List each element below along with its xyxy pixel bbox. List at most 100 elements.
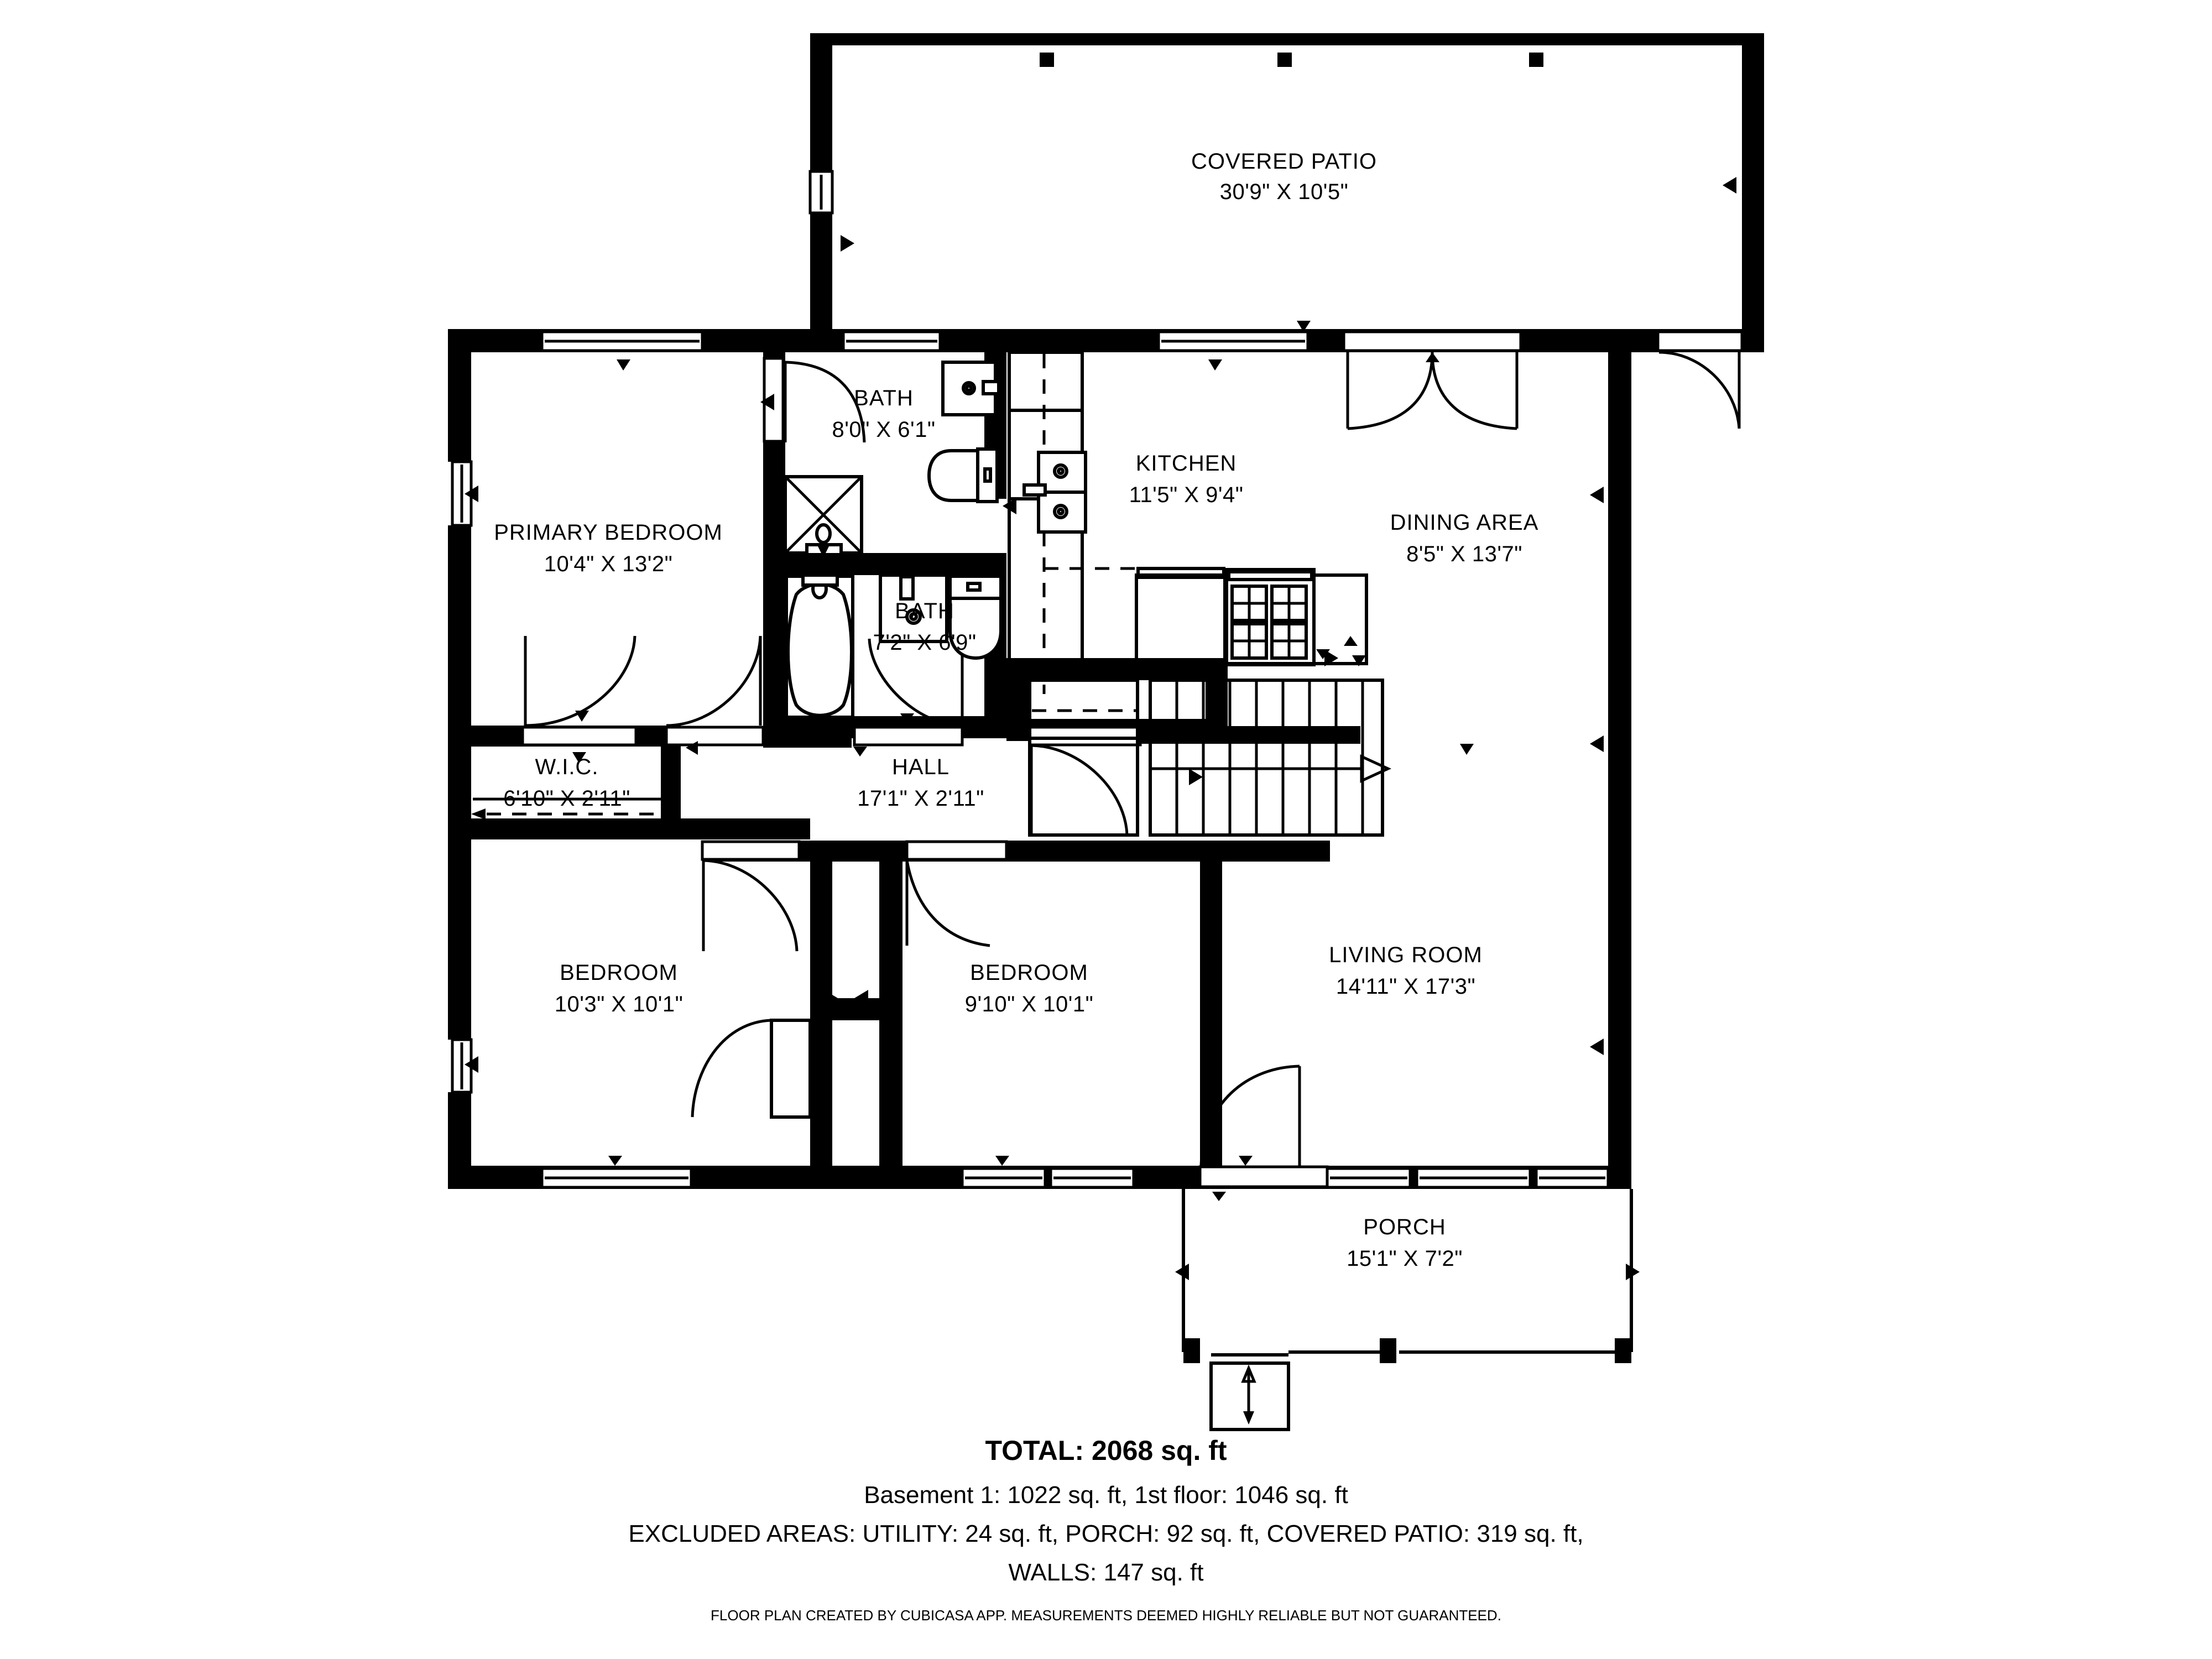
patio-post-2 bbox=[1277, 53, 1292, 67]
wall-closet-divider bbox=[810, 998, 881, 1020]
summary-disclaimer: FLOOR PLAN CREATED BY CUBICASA APP. MEAS… bbox=[711, 1607, 1501, 1624]
marker-french-door bbox=[1426, 352, 1439, 362]
label-primary-bedroom-dim: 10'4" X 13'2" bbox=[544, 552, 673, 576]
wall-hall-bottom-a bbox=[700, 818, 810, 839]
stair-outline bbox=[1149, 679, 1384, 837]
wall-living-left bbox=[1200, 841, 1222, 1189]
marker-living-bottom bbox=[1239, 1156, 1253, 1166]
marker-window-kitchen-2 bbox=[1297, 321, 1311, 332]
ext-wall-left-a bbox=[448, 329, 471, 462]
marker-stair-up bbox=[1352, 655, 1366, 666]
stair-direction-arrow bbox=[1360, 754, 1392, 783]
kitchen-fixtures bbox=[1003, 351, 1368, 694]
door-opening-french[interactable] bbox=[1342, 330, 1522, 352]
porch-post-mid bbox=[1380, 1338, 1396, 1363]
window-primary-bedroom-top bbox=[540, 330, 704, 352]
label-porch-dim: 15'1" X 7'2" bbox=[1347, 1246, 1463, 1271]
ext-wall-left-b bbox=[448, 525, 471, 741]
label-bath2-dim: 7'2" X 6'9" bbox=[873, 630, 976, 655]
door-opening-bedroom2[interactable] bbox=[701, 840, 801, 861]
marker-right-living bbox=[1590, 1039, 1604, 1055]
label-bath1-name: BATH bbox=[854, 386, 914, 410]
interior-doors[interactable] bbox=[521, 357, 1329, 1201]
label-hall-name: HALL bbox=[892, 755, 950, 779]
kitchen-base-cabinet bbox=[1135, 573, 1227, 665]
door-swing-primary-bedroom bbox=[666, 635, 762, 727]
marker-bedroom3-bottom bbox=[995, 1156, 1009, 1166]
door-opening-bedroom3[interactable] bbox=[905, 840, 1008, 861]
wall-wic-bottom bbox=[448, 818, 708, 839]
label-bedroom3-name: BEDROOM bbox=[970, 961, 1088, 985]
marker-bedroom-closet-l bbox=[824, 990, 838, 1006]
door-swing-french-left bbox=[1347, 352, 1434, 430]
door-opening-primary-bedroom[interactable] bbox=[665, 726, 765, 747]
label-dining-name: DINING AREA bbox=[1390, 510, 1539, 535]
marker-porch-right bbox=[1626, 1264, 1640, 1280]
label-bath2-name: BATH bbox=[895, 599, 954, 623]
patio-wall-right bbox=[1742, 33, 1764, 340]
summary-walls: WALLS: 147 sq. ft bbox=[1009, 1559, 1204, 1586]
door-opening-wic[interactable] bbox=[521, 726, 638, 747]
bath2-fixtures bbox=[785, 563, 1009, 719]
marker-hall-1 bbox=[853, 747, 867, 757]
bath1-fixtures bbox=[784, 361, 1000, 557]
sink-bath1 bbox=[941, 361, 1000, 416]
window-bedroom2-bottom bbox=[540, 1167, 693, 1189]
window-living-room-bottom bbox=[1326, 1167, 1610, 1189]
label-dining-dim: 8'5" X 13'7" bbox=[1406, 542, 1522, 566]
marker-front-door bbox=[1212, 1192, 1226, 1201]
label-hall-dim: 17'1" X 2'11" bbox=[857, 786, 984, 811]
wall-stair-top bbox=[1006, 658, 1228, 680]
door-opening-front[interactable] bbox=[1198, 1165, 1329, 1188]
label-living-room-dim: 14'11" X 17'3" bbox=[1336, 974, 1475, 999]
door-swing-bath2 bbox=[868, 638, 963, 727]
marker-bedroom2-bottom bbox=[608, 1156, 622, 1166]
patio-window-left bbox=[808, 170, 834, 215]
kitchen-cabinet-1 bbox=[1008, 351, 1084, 412]
sink-bath2 bbox=[879, 573, 948, 643]
marker-bath2-fixture bbox=[963, 563, 977, 574]
door-swing-bath1 bbox=[785, 361, 866, 443]
shower-bath1 bbox=[784, 475, 863, 557]
marker-wic-door bbox=[575, 711, 589, 722]
patio-wall-top bbox=[810, 33, 1764, 45]
door-opening-utility[interactable] bbox=[1028, 726, 1142, 747]
room-labels: COVERED PATIO 30'9" X 10'5" BATH 8'0" X … bbox=[494, 149, 1538, 1271]
label-porch-name: PORCH bbox=[1363, 1215, 1446, 1239]
label-living-room-name: LIVING ROOM bbox=[1329, 943, 1483, 967]
wic-closet-rod bbox=[471, 797, 661, 820]
summary-breakdown: Basement 1: 1022 sq. ft, 1st floor: 1046… bbox=[864, 1481, 1348, 1509]
ext-wall-right bbox=[1608, 352, 1631, 1189]
window-bedroom3-bottom bbox=[961, 1167, 1135, 1189]
patio-wall-left-lower bbox=[810, 213, 832, 337]
door-swing-bedroom3 bbox=[905, 860, 990, 947]
label-kitchen-name: KITCHEN bbox=[1136, 451, 1237, 476]
exterior-windows bbox=[451, 321, 1610, 1189]
marker-wic-interior bbox=[686, 741, 698, 755]
marker-kitchen-left bbox=[1003, 498, 1016, 514]
marker-wic-door2 bbox=[572, 752, 586, 763]
marker-kitchen-pass2 bbox=[1344, 636, 1358, 646]
marker-pb-left bbox=[465, 486, 478, 502]
closet-door-panel[interactable] bbox=[770, 1019, 812, 1119]
patio-wall-left-upper bbox=[810, 33, 832, 171]
label-covered-patio-name: COVERED PATIO bbox=[1191, 149, 1377, 174]
door-opening-bath2[interactable] bbox=[853, 726, 964, 747]
porch-step bbox=[1209, 1361, 1290, 1431]
door-swing-french-right bbox=[1431, 352, 1517, 430]
door-opening-side[interactable] bbox=[1656, 330, 1744, 352]
label-bedroom2-dim: 10'3" X 10'1" bbox=[555, 992, 684, 1016]
marker-kitchen-pass bbox=[1324, 650, 1338, 666]
marker-living-room-center bbox=[1460, 744, 1474, 755]
door-swing-closet-bedroom2 bbox=[691, 1019, 772, 1118]
marker-stair-top bbox=[1081, 664, 1095, 674]
utility-unit-2 bbox=[1028, 737, 1139, 837]
window-kitchen-top bbox=[1157, 330, 1310, 352]
marker-right-mid bbox=[1590, 735, 1604, 752]
label-bedroom2-name: BEDROOM bbox=[560, 961, 678, 985]
porch-post-left bbox=[1183, 1338, 1200, 1363]
patio-access-doors[interactable] bbox=[1342, 330, 1744, 430]
door-swing-wic bbox=[525, 635, 637, 727]
